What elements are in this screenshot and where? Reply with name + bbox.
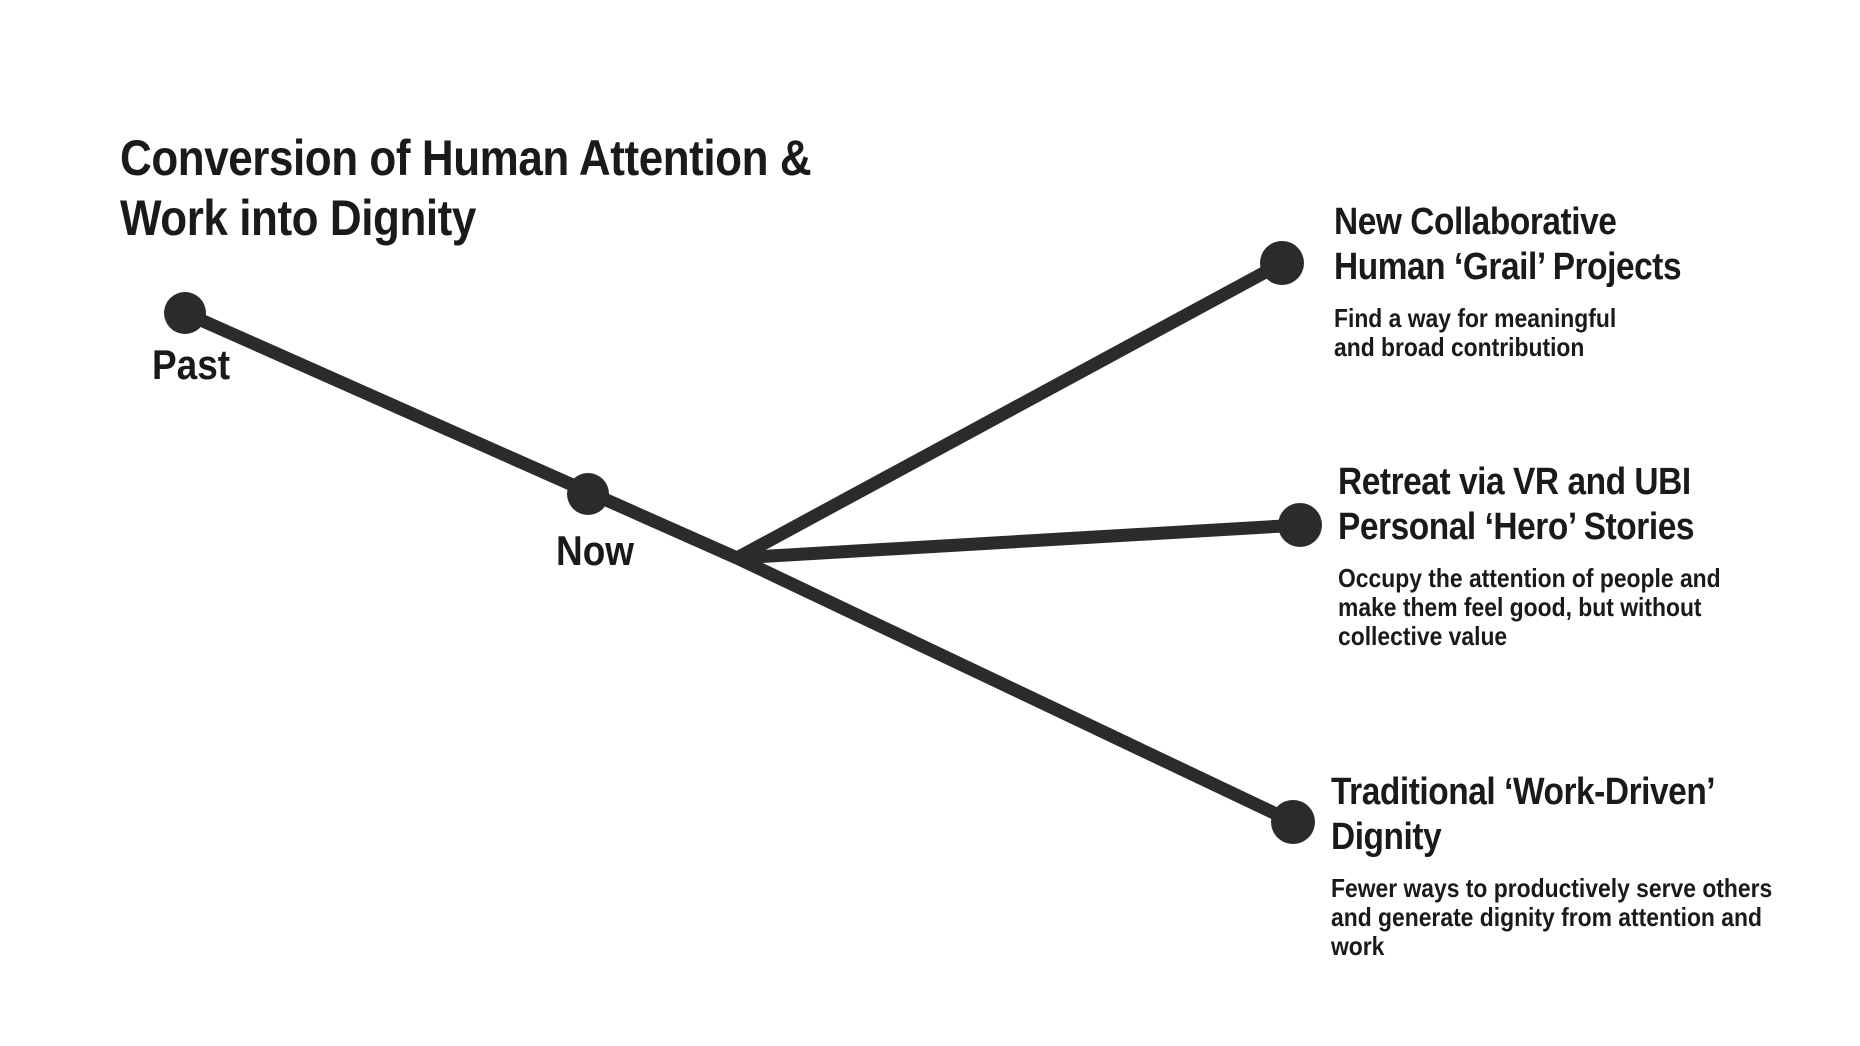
diagram-title: Conversion of Human Attention & Work int… bbox=[120, 130, 812, 246]
past-dot bbox=[164, 292, 206, 334]
branch-line-traditional bbox=[734, 552, 1296, 828]
branch-grail-description: Find a way for meaningful and broad cont… bbox=[1334, 302, 1617, 362]
branch-line-grail bbox=[733, 257, 1286, 564]
branch-line-retreat bbox=[736, 518, 1301, 565]
branch-retreat: Retreat via VR and UBI Personal ‘Hero’ S… bbox=[1338, 460, 1831, 651]
branch-traditional-heading: Traditional ‘Work-Driven’ Dignity bbox=[1331, 771, 1716, 858]
now-dot bbox=[567, 473, 609, 515]
branch-retreat-heading: Retreat via VR and UBI Personal ‘Hero’ S… bbox=[1338, 461, 1695, 548]
branch-retreat-description: Occupy the attention of people and make … bbox=[1338, 562, 1721, 651]
past-to-branch-line bbox=[182, 307, 740, 564]
grail-dot bbox=[1260, 241, 1304, 285]
branch-grail-heading: New Collaborative Human ‘Grail’ Projects bbox=[1334, 201, 1682, 288]
past-label: Past bbox=[152, 341, 231, 388]
retreat-dot bbox=[1278, 503, 1322, 547]
branch-traditional-description: Fewer ways to productively serve others … bbox=[1331, 872, 1773, 961]
traditional-dot bbox=[1271, 800, 1315, 844]
branch-traditional: Traditional ‘Work-Driven’ Dignity Fewer … bbox=[1331, 770, 1824, 961]
branch-grail: New Collaborative Human ‘Grail’ Projects… bbox=[1334, 200, 1827, 362]
now-label: Now bbox=[556, 527, 635, 574]
